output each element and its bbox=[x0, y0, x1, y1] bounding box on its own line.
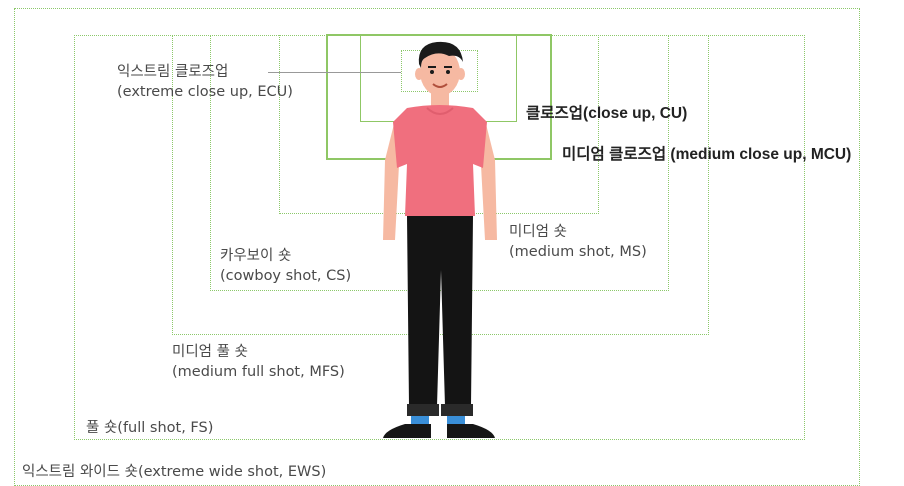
black-pants bbox=[407, 216, 473, 406]
label-extreme-wide-shot: 익스트림 와이드 숏(extreme wide shot, EWS) bbox=[22, 464, 327, 480]
label-medium-full-shot: 미디엄 풀 숏 (medium full shot, MFS) bbox=[172, 342, 345, 382]
label-medium-close-up: 미디엄 클로즈업 (medium close up, MCU) bbox=[562, 146, 852, 163]
label-ms-en: (medium shot, MS) bbox=[509, 244, 647, 260]
label-ecu-en: (extreme close up, ECU) bbox=[117, 84, 293, 100]
pink-shirt bbox=[393, 105, 487, 216]
label-cs-ko: 카우보이 숏 bbox=[220, 248, 292, 264]
label-mfs-ko: 미디엄 풀 숏 bbox=[172, 344, 248, 360]
label-cs-en: (cowboy shot, CS) bbox=[220, 268, 352, 284]
ecu-connector-line bbox=[268, 72, 401, 73]
left-shoe bbox=[383, 424, 431, 438]
label-ecu: 익스트림 클로즈업 (extreme close up, ECU) bbox=[117, 62, 293, 102]
hair bbox=[418, 41, 463, 68]
man-figure-illustration bbox=[383, 41, 497, 438]
label-medium-shot: 미디엄 숏 (medium shot, MS) bbox=[509, 222, 647, 262]
label-cowboy-shot: 카우보이 숏 (cowboy shot, CS) bbox=[220, 246, 351, 286]
label-close-up: 클로즈업(close up, CU) bbox=[526, 105, 688, 122]
right-shoe bbox=[447, 424, 495, 438]
label-mfs-en: (medium full shot, MFS) bbox=[172, 364, 345, 380]
face bbox=[420, 48, 460, 96]
label-ecu-ko: 익스트림 클로즈업 bbox=[117, 64, 229, 80]
label-ms-ko: 미디엄 숏 bbox=[509, 224, 567, 240]
label-full-shot: 풀 숏(full shot, FS) bbox=[86, 420, 214, 436]
